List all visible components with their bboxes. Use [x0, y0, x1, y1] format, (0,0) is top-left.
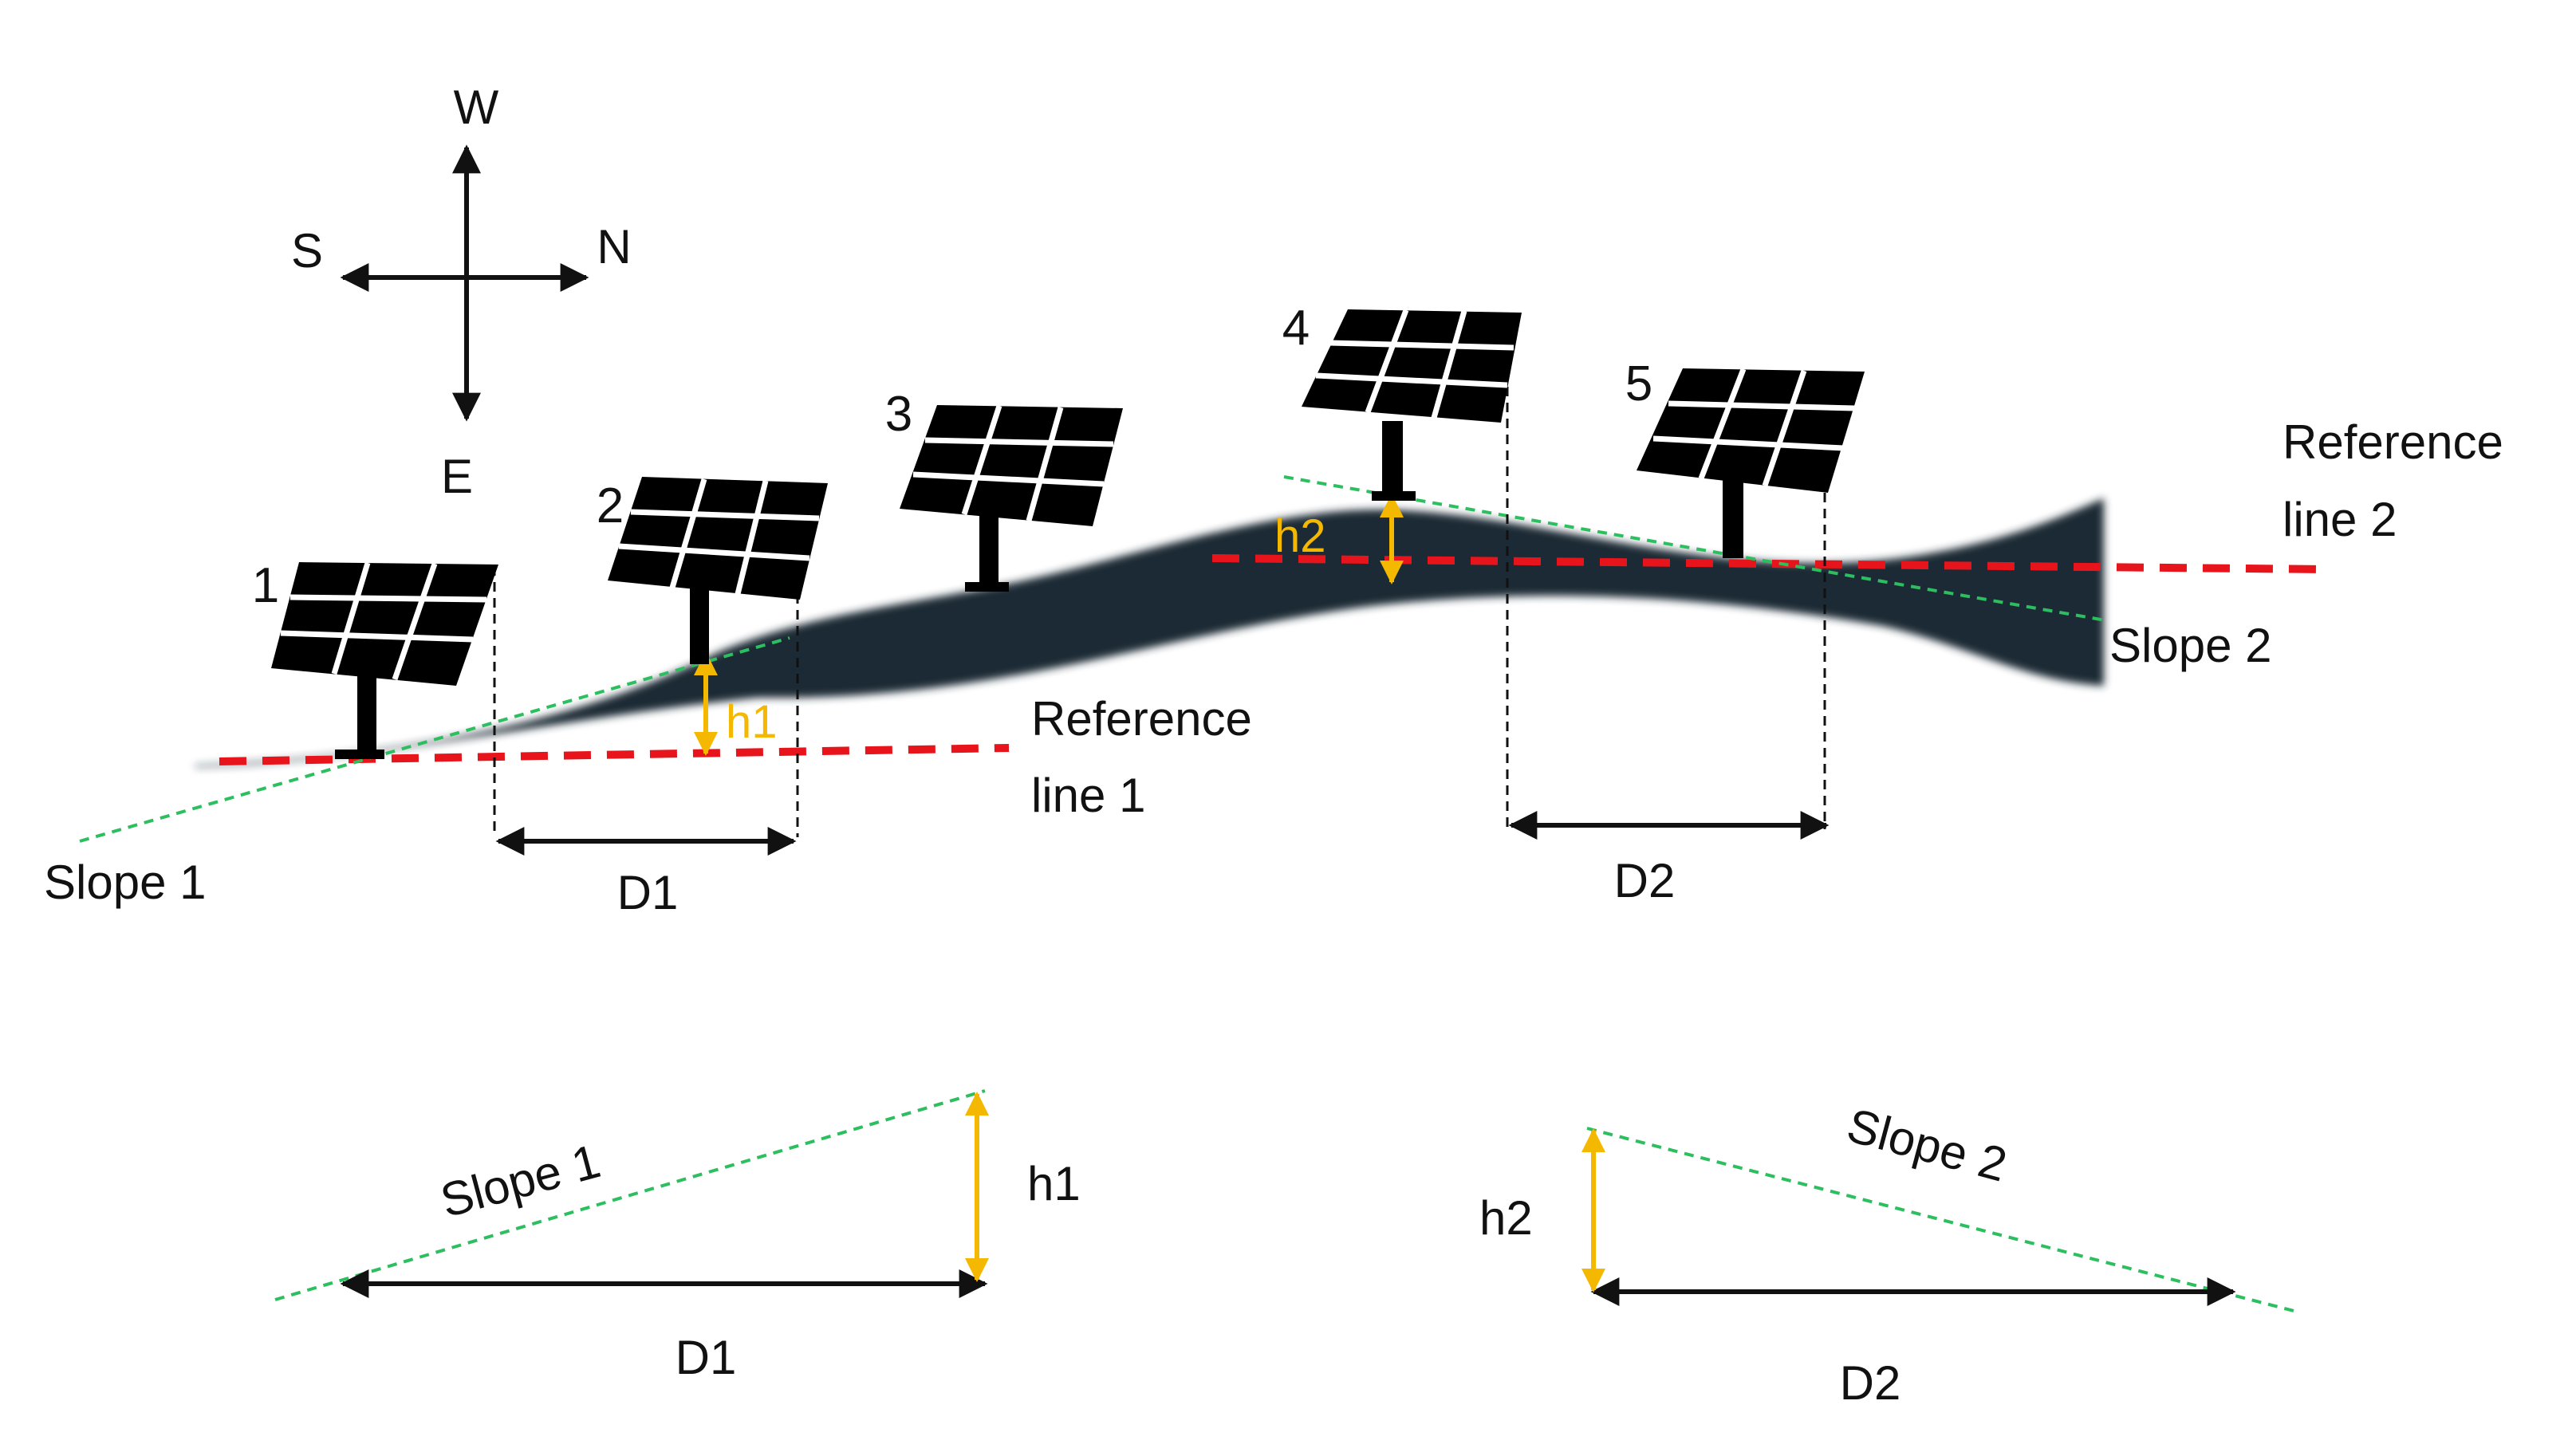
triangle-1-height-label: h1 [1027, 1157, 1081, 1210]
panel-5-post [1723, 478, 1743, 558]
panel-2-grid [618, 478, 820, 595]
panel-1-base [335, 750, 384, 759]
slope-1-triangle: Slope 1 h1 D1 [274, 1089, 1081, 1384]
panel-2-array [608, 477, 828, 600]
panel-4-base [1372, 491, 1416, 501]
panel-5-grid [1652, 368, 1855, 487]
reference-line-1 [219, 744, 1010, 765]
compass-rose: W S N E [291, 81, 632, 503]
solar-panel-2 [608, 477, 828, 664]
triangle-1-hypotenuse [274, 1089, 986, 1301]
solar-panel-5 [1637, 368, 1865, 558]
h2-label: h2 [1274, 510, 1326, 562]
triangle-1-distance-label: D1 [676, 1331, 737, 1384]
dimension-guides [493, 323, 1826, 837]
panel-4-grid [1315, 309, 1514, 419]
reference-line-1-label: Reference [1031, 692, 1252, 746]
panel-3-number: 3 [885, 387, 912, 442]
slope-2-label: Slope 2 [2109, 619, 2272, 672]
h1-label: h1 [726, 696, 778, 748]
slope-1-label: Slope 1 [44, 856, 207, 909]
triangle-2-height-label: h2 [1479, 1191, 1533, 1245]
panel-3-array [900, 405, 1123, 526]
panel-3-base [965, 582, 1009, 592]
d2-label: D2 [1614, 854, 1676, 907]
d1-label: D1 [617, 866, 679, 919]
triangle-1-slope-label: Slope 1 [435, 1134, 605, 1227]
compass-east-label: E [441, 450, 473, 503]
panel-4-number: 4 [1282, 301, 1310, 356]
compass-west-label: W [454, 81, 499, 134]
reference-line-2-label-line2: line 2 [2283, 493, 2397, 546]
triangle-2-distance-label: D2 [1840, 1356, 1901, 1410]
panel-3-grid [912, 404, 1114, 521]
panel-3-post [979, 510, 998, 590]
panel-4-array [1302, 309, 1522, 423]
slope-2-triangle: Slope 2 h2 D2 [1479, 1098, 2298, 1410]
reference-line-2-label: Reference [2283, 415, 2503, 469]
solar-panel-1 [271, 561, 498, 759]
panel-1-post [357, 672, 376, 756]
compass-north-label: N [597, 220, 631, 273]
triangle-2-slope-label: Slope 2 [1841, 1098, 2012, 1191]
reference-line-1-label-line2: line 1 [1031, 769, 1145, 822]
solar-panel-4 [1302, 309, 1522, 501]
panel-4-post [1382, 421, 1403, 501]
panel-1-grid [280, 561, 487, 681]
slope-line-2 [1283, 475, 2106, 622]
panel-5-array [1637, 368, 1865, 493]
panel-1-array [271, 562, 498, 686]
panel-5-number: 5 [1625, 356, 1652, 411]
solar-panel-3 [900, 404, 1123, 592]
panel-2-number: 2 [597, 478, 624, 533]
compass-south-label: S [291, 224, 323, 277]
slope-line-1 [79, 636, 790, 843]
panel-1-number: 1 [252, 558, 279, 613]
panel-2-post [690, 588, 709, 664]
